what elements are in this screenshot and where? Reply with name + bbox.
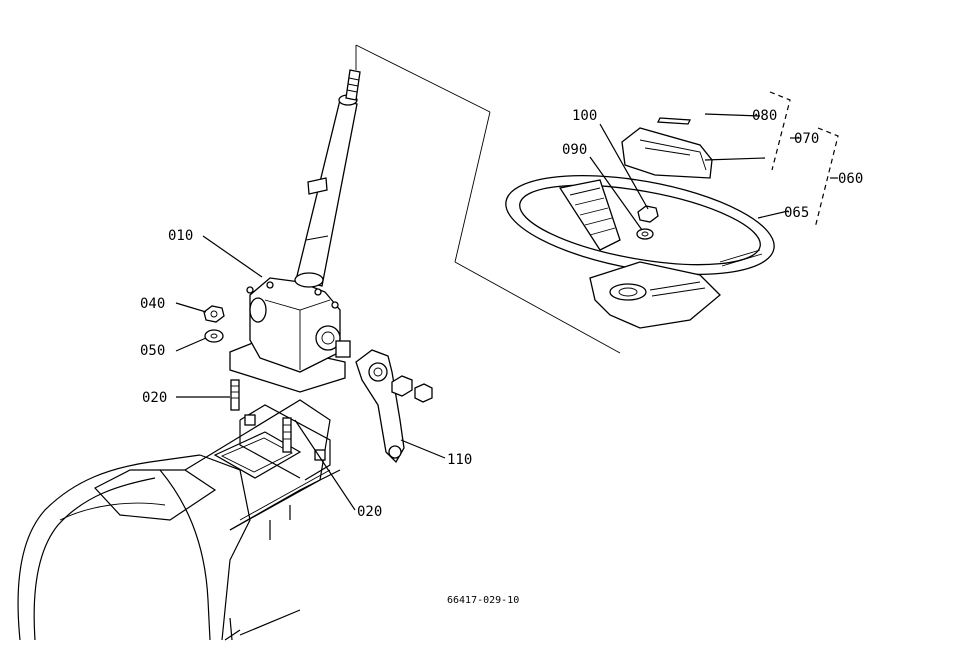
stud-right xyxy=(282,417,292,453)
callout-110: 110 xyxy=(447,452,472,468)
callout-020-left: 020 xyxy=(142,390,167,406)
steering-wheel xyxy=(505,175,775,329)
washer-090 xyxy=(636,228,654,240)
nut-040 xyxy=(203,305,225,323)
callout-050: 050 xyxy=(140,343,165,359)
leader-lines xyxy=(175,113,789,511)
callout-010: 010 xyxy=(168,228,193,244)
mounting-bracket xyxy=(239,404,331,481)
reference-code: 66417-029-10 xyxy=(447,595,519,606)
callout-040: 040 xyxy=(140,296,165,312)
callout-090: 090 xyxy=(562,142,587,158)
steering-column xyxy=(294,69,361,288)
group-brackets xyxy=(769,91,839,229)
steering-gearbox xyxy=(229,277,351,393)
chassis-body xyxy=(17,399,341,641)
callout-020-right: 020 xyxy=(357,504,382,520)
callout-080: 080 xyxy=(752,108,777,124)
callout-070: 070 xyxy=(794,131,819,147)
assembly-guide-lines xyxy=(355,44,621,354)
center-cap xyxy=(621,117,713,179)
callout-065: 065 xyxy=(784,205,809,221)
callout-100: 100 xyxy=(572,108,597,124)
callout-060: 060 xyxy=(838,171,863,187)
pitman-arm xyxy=(355,349,433,464)
stud-left xyxy=(230,379,240,411)
washer-050 xyxy=(204,329,224,343)
